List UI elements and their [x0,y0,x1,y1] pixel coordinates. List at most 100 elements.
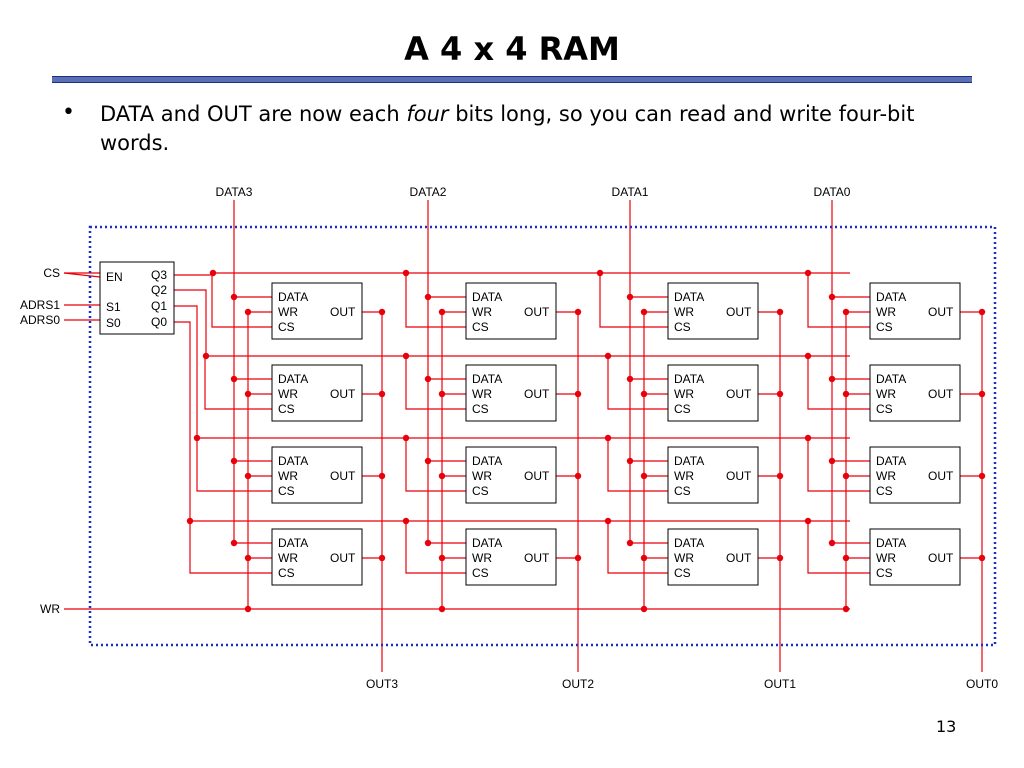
cell-pin-out: OUT [726,387,752,401]
cell-pin-out: OUT [524,305,550,319]
cs-tap [405,438,466,492]
cell-pin-cs: CS [876,402,893,416]
data-input-label-data1: DATA1 [612,185,649,199]
cs-tap [599,273,668,328]
junction-dot [244,554,252,562]
junction-dot [626,375,634,383]
cs-tap [204,356,272,410]
cell-box [271,528,363,586]
output-label-out1: OUT1 [764,677,796,691]
cell-pin-wr: WR [278,387,298,401]
cell-pin-out: OUT [928,551,954,565]
cs-tap [405,273,466,328]
cell-pin-wr: WR [674,387,694,401]
cs-tap [607,356,668,410]
junction-dot [978,472,986,480]
cell-pin-cs: CS [674,402,691,416]
junction-dot [209,269,217,277]
junction-dot [626,293,634,301]
cell-pin-data: DATA [674,454,704,468]
cell-pin-data: DATA [278,372,308,386]
junction-dot [604,434,612,442]
cell-pin-data: DATA [674,536,704,550]
decoder-box [99,261,175,335]
cs-tap [807,438,870,492]
decoder-pin-s0: S0 [106,316,121,330]
cell-pin-out: OUT [726,305,752,319]
cell-pin-out: OUT [330,469,356,483]
decoder-pin-q3: Q3 [151,268,167,282]
output-label-out3: OUT3 [366,677,398,691]
junction-dot [626,457,634,465]
junction-dot [842,472,850,480]
cell-pin-data: DATA [876,454,906,468]
output-label-out0: OUT0 [966,677,998,691]
bullet-text-before: DATA and OUT are now each [100,102,407,126]
cell-pin-data: DATA [472,454,502,468]
cell-pin-wr: WR [472,469,492,483]
junction-dot [776,390,784,398]
decoder-pin-q1: Q1 [151,299,167,313]
cell-pin-cs: CS [472,566,489,580]
cell-pin-data: DATA [876,372,906,386]
junction-dot [193,434,201,442]
junction-dot [244,472,252,480]
cell-box [271,364,363,422]
junction-dot [244,390,252,398]
cell-pin-data: DATA [472,536,502,550]
junction-dot [978,554,986,562]
junction-dot [230,375,238,383]
junction-dot [574,554,582,562]
junction-dot [640,390,648,398]
junction-dot [378,472,386,480]
junction-dot [626,539,634,547]
junction-dot [402,517,410,525]
cell-pin-cs: CS [876,320,893,334]
adrs1-input-label: ADRS1 [20,298,60,312]
cell-pin-cs: CS [278,566,295,580]
cs-tap [211,273,272,328]
cell-box [271,446,363,504]
bullet-text-emphasis: four [406,102,449,126]
bullet-text: DATA and OUT are now each four bits long… [100,100,960,158]
junction-dot [776,472,784,480]
cell-pin-data: DATA [876,290,906,304]
cell-pin-out: OUT [524,387,550,401]
cs-wire [63,272,101,278]
cell-pin-out: OUT [928,387,954,401]
q2-wire [174,289,207,356]
decoder-pin-en: EN [106,270,123,284]
cell-box [667,282,759,340]
decoder-pin-q2: Q2 [151,283,167,297]
components: ENS1S0Q3Q2Q1Q0CSADRS1ADRS0WRDATAWRCSOUTD… [20,185,998,691]
cell-pin-cs: CS [278,484,295,498]
junction-dot [804,269,812,277]
cell-box [667,364,759,422]
bullet-icon: • [62,100,75,125]
junction-dot [640,605,648,613]
data-input-label-data3: DATA3 [216,185,253,199]
cs-tap [405,356,466,410]
title-underline [52,76,972,83]
cell-pin-out: OUT [726,551,752,565]
cell-pin-data: DATA [472,290,502,304]
cs-tap [607,438,668,492]
cell-box [465,282,557,340]
junction-dot [230,457,238,465]
cell-pin-cs: CS [674,320,691,334]
cell-pin-wr: WR [876,387,896,401]
page-number: 13 [936,717,957,736]
junction-dot [640,472,648,480]
junction-dot [230,539,238,547]
wr-input-label: WR [40,602,60,616]
junction-dot [378,308,386,316]
junction-dots [186,269,986,613]
q0-wire [174,321,191,521]
junction-dot [978,390,986,398]
